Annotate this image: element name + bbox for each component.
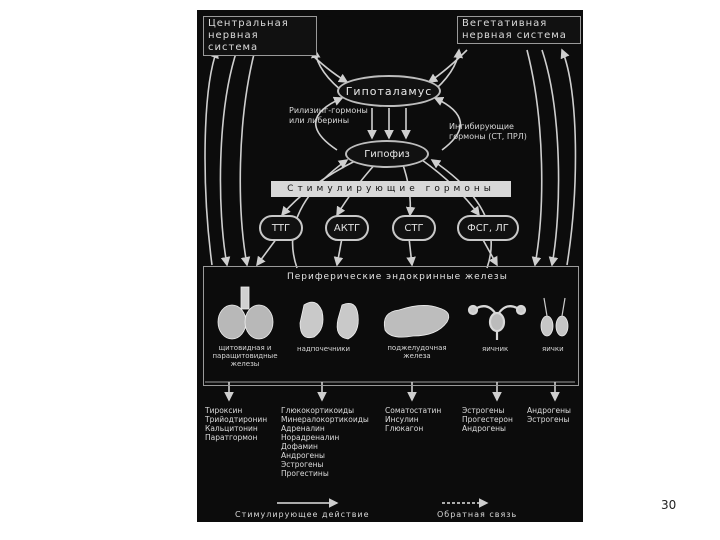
gland-label-adrenal: надпочечники <box>297 345 351 353</box>
gland-label-thyroid: щитовидная и паращитовидные железы <box>212 344 278 368</box>
gland-label-ovary: яичник <box>482 345 509 353</box>
products-ovary: Эстрогены Прогестерон Андрогены <box>462 406 513 433</box>
pancreas-icon <box>383 305 450 338</box>
testes-icon <box>540 297 569 337</box>
gland-label-testes: яички <box>542 345 564 353</box>
gland-label-pancreas: поджелудочная железа <box>387 344 447 360</box>
product-item: Глюкокортикоиды <box>281 406 355 415</box>
product-item: Норадреналин <box>281 433 340 442</box>
products-thyroid: Тироксин Трийодтиронин Кальцитонин Парат… <box>205 406 267 442</box>
product-item: Прогестины <box>281 469 329 478</box>
product-item: Андрогены <box>462 424 506 433</box>
peripheral-glands-panel <box>203 266 579 386</box>
products-testes: Андрогены Эстрогены <box>527 406 571 424</box>
product-item: Адреналин <box>281 424 325 433</box>
product-item: Тироксин <box>205 406 243 415</box>
endocrine-diagram: Центральная нервная система Вегетативная… <box>197 10 583 522</box>
product-item: Соматостатин <box>385 406 442 415</box>
product-item: Эстрогены <box>462 406 505 415</box>
product-item: Прогестерон <box>462 415 513 424</box>
hormone-tsh: ТТГ <box>259 215 303 241</box>
adrenal-icon <box>299 301 359 340</box>
legend-stimulating: Стимулирующее действие <box>235 510 370 519</box>
pituitary-node: Гипофиз <box>345 140 429 168</box>
product-item: Инсулин <box>385 415 419 424</box>
inhibiting-hormones-note: Ингибирующие гормоны (СТ, ПРЛ) <box>449 122 527 141</box>
pns-box: Вегетативная нервная система <box>457 16 581 44</box>
thyroid-icon <box>217 286 274 340</box>
product-item: Андрогены <box>527 406 571 415</box>
products-pancreas: Соматостатин Инсулин Глюкагон <box>385 406 441 433</box>
product-item: Дофамин <box>281 442 318 451</box>
product-item: Эстрогены <box>281 460 324 469</box>
hormone-acth: АКТГ <box>325 215 369 241</box>
hormone-fsh-lh: ФСГ, ЛГ <box>457 215 519 241</box>
product-item: Эстрогены <box>527 415 570 424</box>
product-item: Трийодтиронин <box>205 415 268 424</box>
connector-arrows <box>204 48 577 508</box>
product-item: Минералокортикоиды <box>281 415 369 424</box>
stimulating-hormones-band: Стимулирующие гормоны <box>271 181 511 197</box>
product-item: Паратгормон <box>205 433 258 442</box>
peripheral-glands-title: Периферические эндокринные железы <box>287 272 508 282</box>
product-item: Кальцитонин <box>205 424 258 433</box>
hormone-gh: СТГ <box>392 215 436 241</box>
ovary-icon <box>467 304 527 340</box>
cns-box: Центральная нервная система <box>203 16 317 56</box>
products-adrenal: Глюкокортикоиды Минералокортикоиды Адрен… <box>281 406 369 478</box>
legend-feedback: Обратная связь <box>437 510 518 519</box>
page-number: 30 <box>661 498 677 512</box>
hypothalamus-node: Гипоталамус <box>337 75 441 107</box>
releasing-hormones-note: Рилизинг-гормоны или либерины <box>289 106 368 125</box>
product-item: Глюкагон <box>385 424 424 433</box>
product-item: Андрогены <box>281 451 325 460</box>
